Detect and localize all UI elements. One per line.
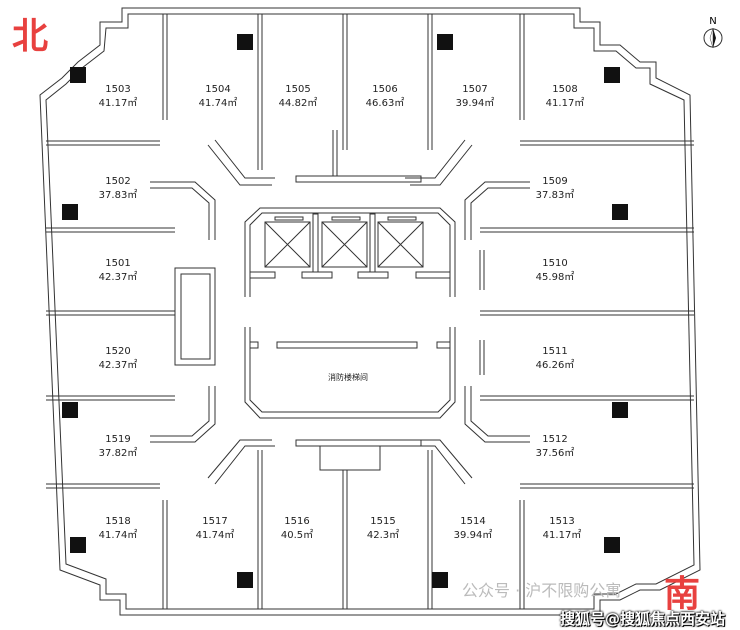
north-label: 北: [12, 16, 48, 57]
unit-1504: 1504 41.74㎡: [199, 84, 238, 109]
unit-1509: 1509 37.83㎡: [536, 176, 575, 201]
unit-number: 1518: [105, 516, 130, 527]
unit-number: 1510: [542, 258, 567, 269]
unit-area: 37.82㎡: [99, 447, 138, 459]
unit-area: 37.83㎡: [99, 189, 138, 201]
unit-labels: 1503 41.17㎡ 1504 41.74㎡ 1505 44.82㎡ 1506 46.63㎡…: [99, 84, 585, 541]
unit-1519: 1519 37.82㎡: [99, 434, 138, 459]
unit-area: 41.74㎡: [196, 529, 235, 541]
unit-area: 41.17㎡: [546, 97, 585, 109]
interior-walls: [46, 14, 694, 609]
unit-area: 44.82㎡: [279, 97, 318, 109]
unit-number: 1501: [105, 258, 130, 269]
unit-area: 46.26㎡: [536, 359, 575, 371]
unit-area: 41.74㎡: [99, 529, 138, 541]
unit-number: 1513: [549, 516, 574, 527]
compass-icon: N: [703, 16, 723, 49]
unit-number: 1511: [542, 346, 567, 357]
watermark-sohu: 搜狐号@搜狐焦点西安站: [560, 610, 726, 628]
stairwell-label: 消防楼梯间: [328, 372, 368, 382]
compass-n-label: N: [709, 16, 716, 27]
unit-1507: 1507 39.94㎡: [456, 84, 495, 109]
unit-area: 40.5㎡: [281, 529, 313, 541]
unit-number: 1512: [542, 434, 567, 445]
unit-number: 1514: [460, 516, 485, 527]
unit-number: 1503: [105, 84, 130, 95]
unit-number: 1520: [105, 346, 130, 357]
structural-columns: [62, 34, 628, 588]
unit-number: 1502: [105, 176, 130, 187]
unit-number: 1519: [105, 434, 130, 445]
unit-number: 1508: [552, 84, 577, 95]
unit-1501: 1501 42.37㎡: [99, 258, 138, 283]
unit-1505: 1505 44.82㎡: [279, 84, 318, 109]
unit-1502: 1502 37.83㎡: [99, 176, 138, 201]
unit-area: 42.3㎡: [367, 529, 399, 541]
fire-stairwell: 消防楼梯间: [244, 327, 456, 419]
unit-area: 39.94㎡: [456, 97, 495, 109]
unit-number: 1504: [205, 84, 230, 95]
unit-area: 45.98㎡: [536, 271, 575, 283]
unit-1511: 1511 46.26㎡: [536, 346, 575, 371]
unit-1515: 1515 42.3㎡: [367, 516, 399, 541]
unit-1517: 1517 41.74㎡: [196, 516, 235, 541]
unit-number: 1515: [370, 516, 395, 527]
unit-1510: 1510 45.98㎡: [536, 258, 575, 283]
unit-area: 42.37㎡: [99, 271, 138, 283]
unit-number: 1516: [284, 516, 309, 527]
unit-area: 41.17㎡: [99, 97, 138, 109]
watermark-wechat: 公众号 · 沪不限购公寓: [462, 581, 622, 600]
unit-1516: 1516 40.5㎡: [281, 516, 313, 541]
unit-1508: 1508 41.17㎡: [546, 84, 585, 109]
unit-1503: 1503 41.17㎡: [99, 84, 138, 109]
unit-number: 1517: [202, 516, 227, 527]
unit-number: 1507: [462, 84, 487, 95]
south-label: 南: [664, 574, 700, 615]
elevator-core: [244, 207, 456, 297]
unit-1514: 1514 39.94㎡: [454, 516, 493, 541]
unit-area: 41.17㎡: [543, 529, 582, 541]
unit-1512: 1512 37.56㎡: [536, 434, 575, 459]
unit-number: 1506: [372, 84, 397, 95]
unit-area: 39.94㎡: [454, 529, 493, 541]
unit-1520: 1520 42.37㎡: [99, 346, 138, 371]
unit-area: 37.56㎡: [536, 447, 575, 459]
unit-1518: 1518 41.74㎡: [99, 516, 138, 541]
unit-area: 42.37㎡: [99, 359, 138, 371]
unit-area: 37.83㎡: [536, 189, 575, 201]
unit-number: 1505: [285, 84, 310, 95]
unit-1513: 1513 41.17㎡: [543, 516, 582, 541]
unit-1506: 1506 46.63㎡: [366, 84, 405, 109]
unit-area: 46.63㎡: [366, 97, 405, 109]
unit-area: 41.74㎡: [199, 97, 238, 109]
unit-number: 1509: [542, 176, 567, 187]
